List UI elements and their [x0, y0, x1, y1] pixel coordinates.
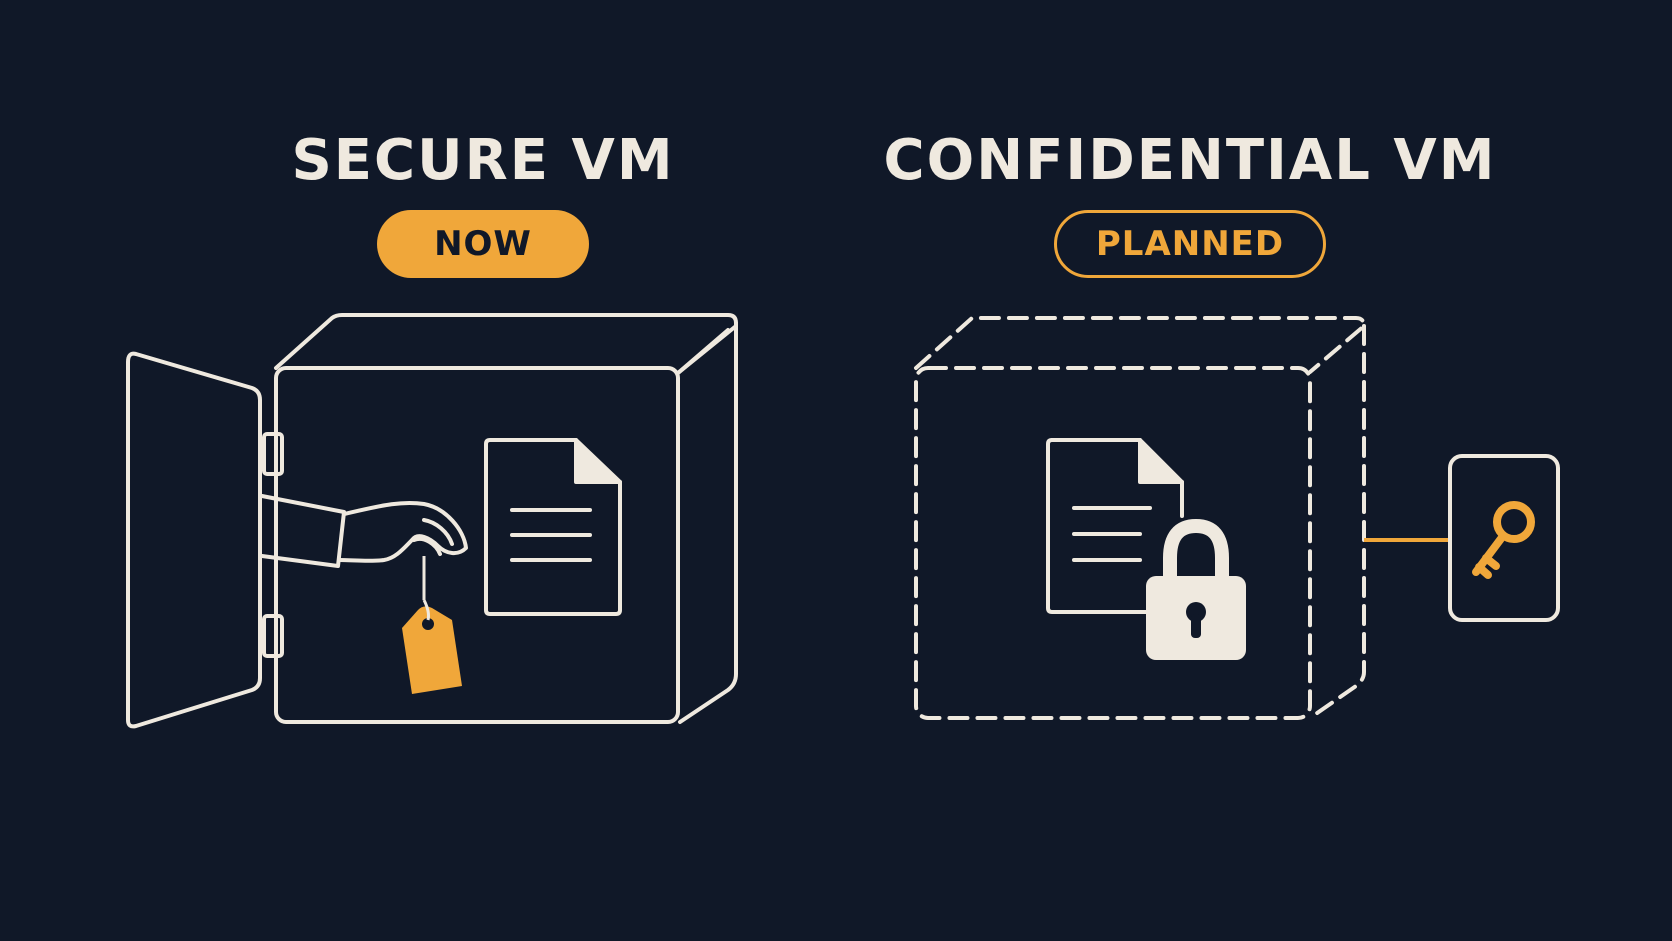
open-safe-icon: [126, 313, 738, 729]
secure-vm-title: SECURE VM: [291, 128, 675, 193]
document-icon: [484, 438, 622, 616]
tag-icon: [402, 556, 462, 694]
padlock-icon: [1146, 518, 1246, 660]
document-icon: [1046, 438, 1184, 614]
key-card-icon: [1448, 454, 1560, 622]
planned-badge: PLANNED: [1054, 210, 1326, 278]
dashed-box-icon: [914, 316, 1366, 720]
now-badge: NOW: [377, 210, 589, 278]
hand-icon: [260, 494, 468, 568]
confidential-vm-title: CONFIDENTIAL VM: [883, 128, 1497, 193]
